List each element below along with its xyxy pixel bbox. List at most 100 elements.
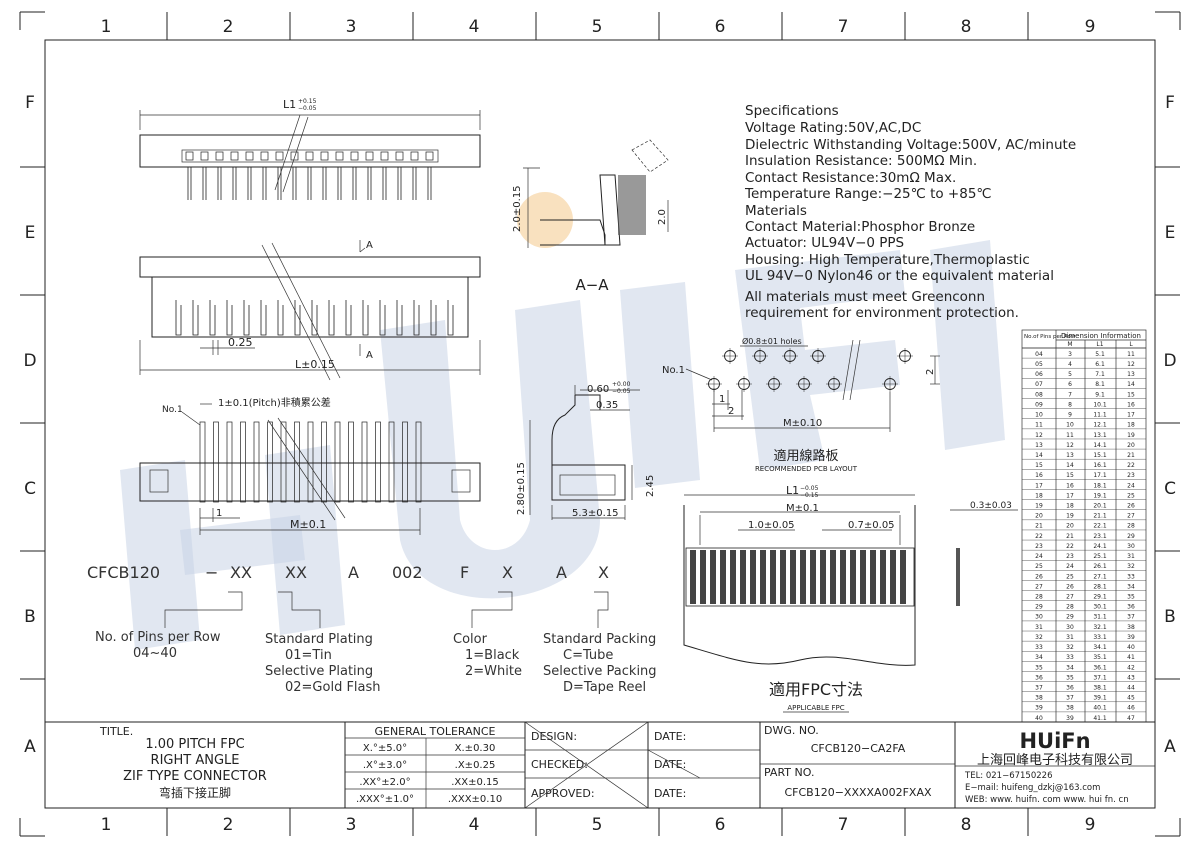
- spec-line: Insulation Resistance: 500MΩ Min.: [745, 153, 977, 169]
- table-cell: 12.1: [1093, 422, 1107, 429]
- table-cell: 32: [1127, 563, 1135, 570]
- col-label: 4: [469, 815, 480, 835]
- table-col-m: M: [1067, 341, 1072, 348]
- fpc-finger: [770, 550, 776, 604]
- dim-060-tol-upper: +0.00: [612, 381, 631, 388]
- table-cell: 17: [1066, 492, 1074, 499]
- pcb-dim-2-right: 2: [925, 369, 936, 375]
- spec-line: Voltage Rating:50V,AC,DC: [745, 120, 921, 136]
- table-cell: 43: [1127, 674, 1135, 681]
- pcb-dim-1: 1: [719, 394, 725, 405]
- table-cell: 37: [1035, 684, 1043, 691]
- row-label: C: [1164, 479, 1176, 499]
- color-line: Color: [453, 632, 488, 647]
- table-cell: 27: [1066, 594, 1074, 601]
- table-cell: 22: [1127, 462, 1135, 469]
- pin-slot: [260, 151, 269, 161]
- table-cell: 14: [1035, 452, 1043, 459]
- col-label: 2: [223, 17, 234, 37]
- watermark: [120, 192, 1005, 650]
- table-cell: 47: [1127, 715, 1135, 722]
- dimension-table: No.of Pins per Row Dimension Information…: [1021, 329, 1147, 723]
- section-a-bottom: A: [366, 350, 373, 361]
- pcb-no1: No.1: [662, 365, 685, 376]
- table-cell: 6.1: [1095, 361, 1105, 368]
- fpc-finger: [820, 550, 826, 604]
- dim-53: 5.3±0.15: [572, 508, 619, 519]
- table-cell: 16: [1127, 401, 1135, 408]
- col-label: 9: [1085, 815, 1096, 835]
- table-cell: 06: [1035, 371, 1043, 378]
- table-cell: 22.1: [1093, 523, 1107, 530]
- table-cell: 37: [1127, 614, 1135, 621]
- table-cell: 19: [1035, 503, 1043, 510]
- table-cell: 13: [1035, 442, 1043, 449]
- pin-slot: [215, 151, 224, 161]
- table-cell: 20: [1066, 523, 1074, 530]
- table-cell: 20: [1035, 513, 1043, 520]
- contact-pin: [192, 300, 199, 336]
- table-cell: 41: [1127, 654, 1135, 661]
- table-cell: 39: [1127, 634, 1135, 641]
- tolerance-header: GENERAL TOLERANCE: [374, 725, 495, 738]
- table-cell: 24: [1066, 563, 1074, 570]
- pin-slot: [335, 151, 344, 161]
- row-label: E: [25, 223, 36, 243]
- drawing-frame: [19, 11, 1181, 837]
- table-cell: 16: [1066, 482, 1074, 489]
- table-cell: 22: [1035, 533, 1043, 540]
- front-view-drawing: A A 0.25 L±0.15: [139, 240, 481, 381]
- table-cell: 39: [1035, 705, 1043, 712]
- contact-pin: [379, 300, 386, 336]
- fpc-finger: [880, 550, 886, 604]
- table-cell: 21: [1066, 533, 1074, 540]
- fpc-finger: [810, 550, 816, 604]
- table-cell: 21: [1127, 452, 1135, 459]
- contact-pin: [396, 300, 403, 336]
- table-cell: 28: [1035, 594, 1043, 601]
- pin-slot: [395, 151, 404, 161]
- table-cell: 38: [1035, 695, 1043, 702]
- pcb-layout-drawing: Ø0.8±01 holes No.1 2 1 2 M±0.10 適用線路板 RE…: [662, 336, 940, 473]
- col-label: 8: [961, 17, 972, 37]
- table-cell: 05: [1035, 361, 1043, 368]
- table-cell: 24: [1035, 553, 1043, 560]
- col-label: 9: [1085, 17, 1096, 37]
- table-cell: 27: [1127, 513, 1135, 520]
- tol-angle: .XX°±2.0°: [359, 777, 410, 788]
- table-cell: 24: [1127, 482, 1135, 489]
- fpc-finger: [860, 550, 866, 604]
- table-cell: 6: [1068, 381, 1072, 388]
- date-label: DATE:: [654, 758, 686, 771]
- contact-pin: [280, 421, 287, 503]
- pcb-holes-label: Ø0.8±01 holes: [742, 336, 802, 346]
- fpc-finger: [780, 550, 786, 604]
- fpc-finger: [850, 550, 856, 604]
- dim-pitch-1: 1: [216, 508, 222, 519]
- table-cell: 27.1: [1093, 573, 1107, 580]
- fpc-finger: [750, 550, 756, 604]
- pcb-title-en: RECOMMENDED PCB LAYOUT: [755, 465, 858, 473]
- table-cell: 20: [1127, 442, 1135, 449]
- table-cell: 17.1: [1093, 472, 1107, 479]
- row-label: E: [1165, 223, 1176, 243]
- fpc-title-en: APPLICABLE FPC: [787, 704, 844, 712]
- table-cell: 19.1: [1093, 492, 1107, 499]
- table-cell: 31: [1066, 634, 1074, 641]
- code-series: CFCB120: [87, 563, 160, 582]
- contact-pin: [175, 300, 182, 336]
- fpc-finger: [760, 550, 766, 604]
- design-label: DESIGN:: [531, 730, 577, 743]
- table-cell: 8.1: [1095, 381, 1105, 388]
- table-cell: 30: [1066, 624, 1074, 631]
- contact-pin: [260, 300, 267, 336]
- tol-linear: .X±0.25: [455, 760, 496, 771]
- table-cell: 14: [1127, 381, 1135, 388]
- table-cell: 30: [1035, 614, 1043, 621]
- table-cell: 5.1: [1095, 351, 1105, 358]
- contact-pin: [294, 300, 301, 336]
- table-cell: 21.1: [1093, 513, 1107, 520]
- fpc-dim-10: 1.0±0.05: [748, 520, 795, 531]
- date-label: DATE:: [654, 787, 686, 800]
